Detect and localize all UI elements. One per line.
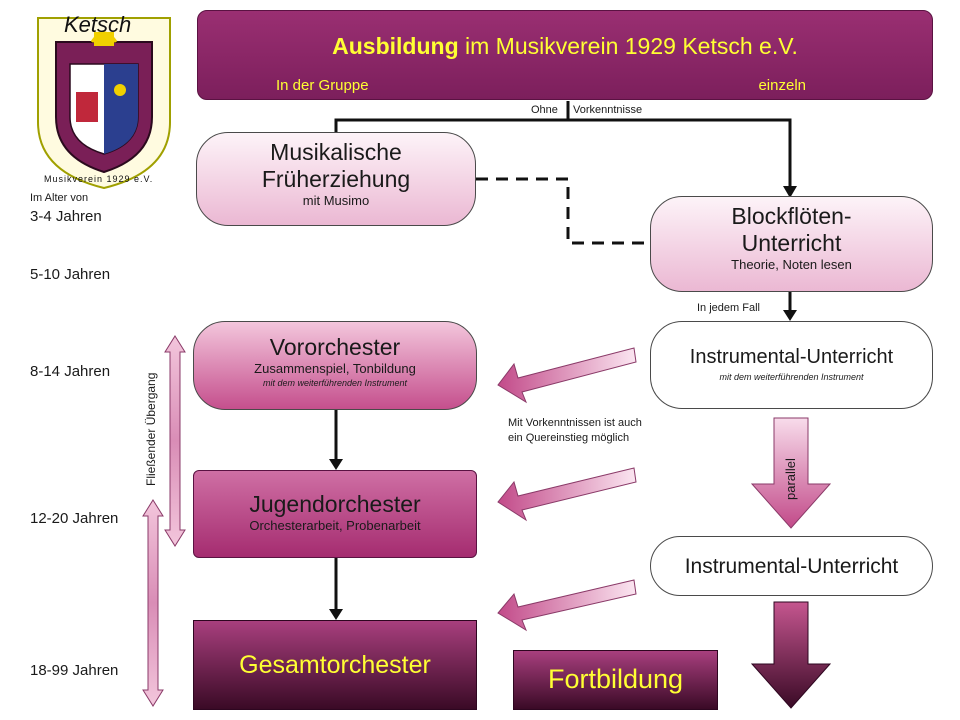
fortbildung-down-arrow — [750, 601, 832, 709]
arrowhead-to-instr1 — [783, 310, 797, 321]
header-banner: Ausbildung im Musikverein 1929 Ketsch e.… — [197, 10, 933, 100]
age-intro: Im Alter von — [30, 192, 89, 204]
arrowhead-to-gesamt — [329, 609, 343, 620]
age-12-20: 12-20 Jahren — [30, 510, 119, 527]
dashed-connector — [476, 177, 650, 245]
single-label: einzeln — [758, 77, 806, 94]
box-vororchester: Vororchester Zusammenspiel, Tonbildung m… — [193, 321, 477, 410]
age-5-10: 5-10 Jahren — [30, 266, 111, 283]
transition-double-arrow-lower — [142, 499, 164, 707]
age-8-14: 8-14 Jahren — [30, 363, 111, 380]
diag-arrow-to-gesamtorchester — [497, 579, 637, 632]
gesamtorchester-title: Gesamtorchester — [239, 651, 431, 679]
page-title-rest: im Musikverein 1929 Ketsch e.V. — [458, 33, 798, 59]
box-jugendorchester: Jugendorchester Orchesterarbeit, Probena… — [193, 470, 477, 558]
box-fortbildung: Fortbildung — [513, 650, 718, 710]
vororchester-sub: Zusammenspiel, Tonbildung — [254, 361, 416, 376]
age-18-99: 18-99 Jahren — [30, 662, 119, 679]
vororchester-title: Vororchester — [269, 334, 401, 360]
transition-double-arrow-upper — [164, 335, 186, 547]
instr1-sub: mit dem weiterführenden Instrument — [719, 372, 864, 382]
diag-arrow-to-jugendorchester — [497, 467, 637, 522]
blockfloete-title-line1: Blockflöten- — [731, 203, 852, 229]
parallel-label: parallel — [783, 458, 798, 500]
diag-arrow-to-vororchester — [497, 347, 637, 404]
frueherziehung-sub: mit Musimo — [302, 193, 370, 208]
box-gesamtorchester: Gesamtorchester — [193, 620, 477, 710]
transition-label: Fließender Übergang — [144, 372, 158, 486]
label-vorkenntnisse: Vorkenntnisse — [573, 104, 643, 116]
box-frueherziehung: Musikalische Früherziehung mit Musimo — [196, 132, 476, 226]
arrowhead-to-jugend — [329, 459, 343, 470]
frueherziehung-title-line2: Früherziehung — [261, 166, 411, 192]
page-title-bold: Ausbildung — [332, 33, 459, 59]
instr2-title: Instrumental-Unterricht — [684, 555, 899, 578]
jugendorchester-sub: Orchesterarbeit, Probenarbeit — [249, 518, 421, 533]
box-instrumental-2: Instrumental-Unterricht — [650, 536, 933, 596]
jugendorchester-title: Jugendorchester — [249, 491, 421, 517]
label-in-jedem-fall: In jedem Fall — [697, 302, 760, 314]
box-blockfloete: Blockflöten- Unterricht Theorie, Noten l… — [650, 196, 933, 292]
quereinstieg-note: Mit Vorkenntnissen ist auch ein Quereins… — [508, 416, 642, 446]
quereinstieg-line1: Mit Vorkenntnissen ist auch — [508, 417, 642, 429]
logo-ring-text: Musikverein 1929 e.V. — [44, 174, 154, 184]
logo-top-text: Ketsch — [64, 12, 132, 37]
frueherziehung-title-line1: Musikalische — [270, 139, 402, 165]
vororchester-tiny: mit dem weiterführenden Instrument — [262, 378, 408, 388]
quereinstieg-line2: ein Quereinstieg möglich — [508, 432, 630, 444]
age-3-4: 3-4 Jahren — [30, 208, 102, 225]
fortbildung-title: Fortbildung — [547, 664, 684, 694]
box-instrumental-1: Instrumental-Unterricht mit dem weiterfü… — [650, 321, 933, 409]
instr1-title: Instrumental-Unterricht — [689, 346, 894, 368]
page-title: Ausbildung im Musikverein 1929 Ketsch e.… — [198, 33, 932, 60]
blockfloete-title-line2: Unterricht — [741, 230, 842, 256]
split-line-right — [568, 118, 792, 190]
club-logo: Ketsch Musikverein 1929 e.V. — [34, 12, 174, 192]
group-label: In der Gruppe — [276, 77, 369, 94]
blockfloete-sub: Theorie, Noten lesen — [731, 257, 852, 272]
label-ohne: Ohne — [531, 104, 558, 116]
